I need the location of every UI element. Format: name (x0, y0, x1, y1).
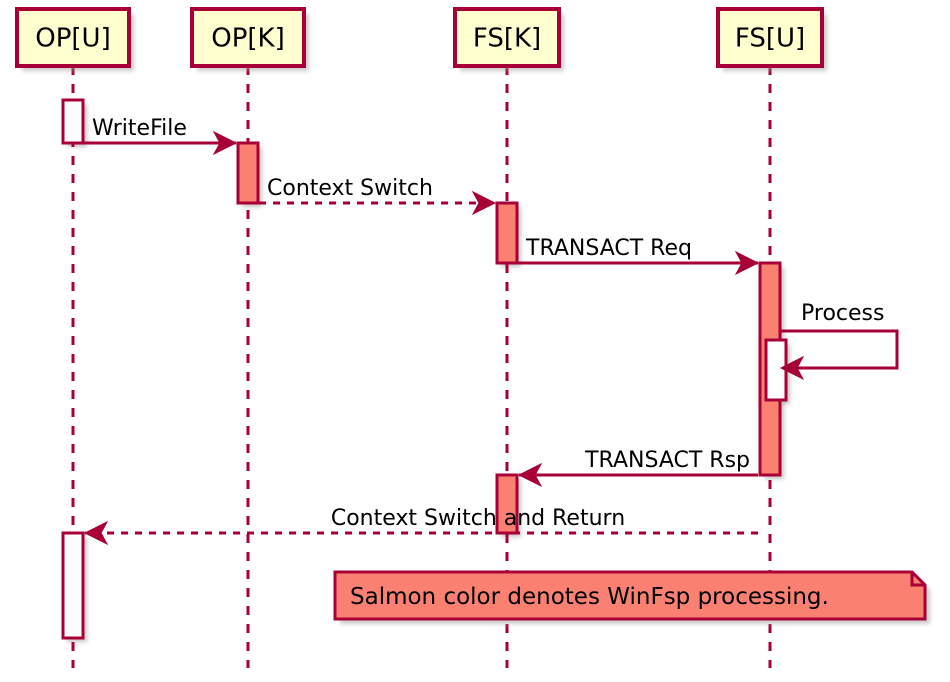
participant-box-fs-u[interactable] (716, 7, 824, 68)
note-fold-corner (910, 572, 925, 587)
participant-label-op-u: OP[U] (35, 24, 110, 54)
note-body (333, 570, 927, 621)
activation-bar-act-op-u-1 (61, 98, 85, 145)
arrowhead-msg-context-switch-return (83, 520, 109, 546)
message-msg-transact-rsp: TRANSACT Rsp (517, 448, 758, 488)
message-label-msg-transact-rsp: TRANSACT Rsp (584, 448, 750, 473)
arrowhead-msg-transact-rsp (517, 462, 543, 488)
participant-box-op-k[interactable] (190, 7, 306, 68)
message-msg-process: Process (779, 301, 899, 381)
participant-op-k[interactable]: OP[K] (190, 7, 306, 68)
arrowhead-msg-process (779, 355, 805, 381)
arrowhead-msg-transact-req (734, 250, 760, 276)
message-line-msg-process (781, 329, 899, 370)
message-label-msg-context-switch: Context Switch (267, 176, 433, 201)
message-label-msg-process: Process (801, 301, 884, 326)
participant-label-fs-u: FS[U] (735, 24, 805, 54)
message-label-msg-context-switch-return: Context Switch and Return (331, 506, 625, 531)
message-label-msg-transact-req: TRANSACT Req (525, 236, 692, 261)
message-msg-writefile: WriteFile (84, 116, 238, 156)
activation-bar-act-fs-k-1 (495, 201, 519, 265)
participant-label-op-k: OP[K] (211, 24, 284, 54)
activation-bar-act-op-k-1 (236, 141, 260, 205)
participant-label-fs-k: FS[K] (473, 24, 541, 54)
participant-fs-k[interactable]: FS[K] (453, 7, 561, 68)
note-box: Salmon color denotes WinFsp processing. (333, 570, 927, 621)
participant-box-fs-k[interactable] (453, 7, 561, 68)
participant-box-op-u[interactable] (15, 7, 131, 68)
participant-op-u[interactable]: OP[U] (15, 7, 131, 68)
activation-bar-act-fs-k-2 (495, 473, 519, 535)
participant-fs-u[interactable]: FS[U] (716, 7, 824, 68)
arrowhead-msg-context-switch (471, 190, 497, 216)
activation-bar-act-op-u-2 (61, 531, 85, 640)
message-label-msg-writefile: WriteFile (92, 116, 187, 141)
message-msg-context-switch: Context Switch (259, 176, 497, 216)
message-msg-context-switch-return: Context Switch and Return (83, 506, 758, 546)
arrowhead-msg-writefile (212, 130, 238, 156)
message-msg-transact-req: TRANSACT Req (518, 236, 760, 276)
note-text: Salmon color denotes WinFsp processing. (350, 584, 829, 610)
